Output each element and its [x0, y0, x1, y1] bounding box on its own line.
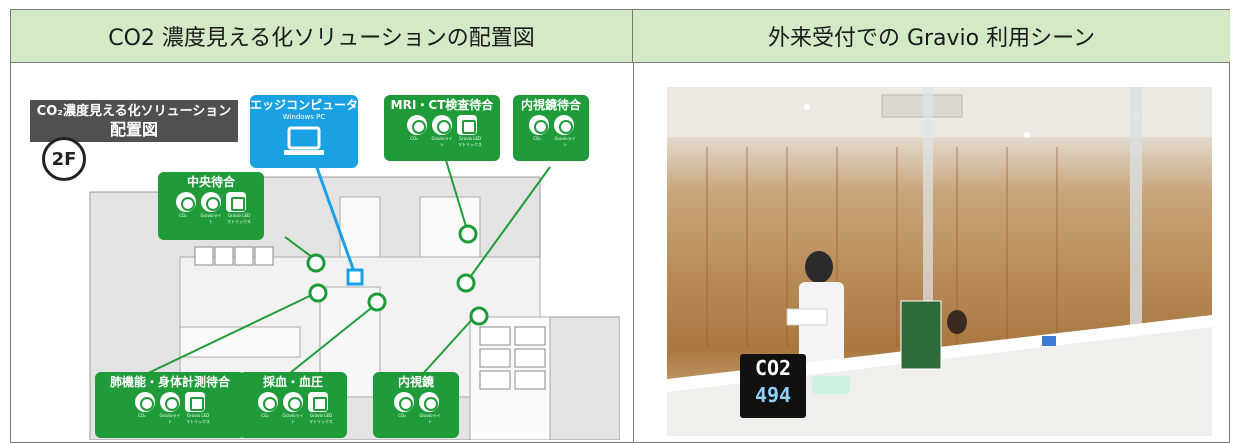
led-matrix-icon: [308, 392, 328, 412]
endoscopy-waiting-card: 内視鏡待合 CO₂ Gravioライト: [513, 95, 589, 161]
mri-caption-1: CO₂: [410, 136, 418, 141]
edge-computer-card: エッジコンピュータ Windows PC: [250, 95, 358, 168]
map-title-line2: 配置図: [109, 120, 158, 139]
co2-sensor-icon: [528, 115, 549, 135]
column-divider: [633, 63, 634, 443]
lung-caption-2: Gravioライト: [159, 413, 181, 424]
central-waiting-card: 中央待合 CO₂ Gravioライト Gravio LED マトリックス: [158, 172, 264, 240]
endoscopy-title: 内視鏡: [397, 375, 434, 389]
co2-sensor-icon: [258, 392, 278, 412]
gravio-light-icon: [283, 392, 303, 412]
lung-caption-3: Gravio LED マトリックス: [186, 413, 210, 424]
map-title: CO₂濃度見える化ソリューション 配置図: [30, 100, 238, 142]
floor-badge: 2F: [42, 137, 86, 181]
right-column-header: 外来受付での Gravio 利用シーン: [633, 10, 1230, 63]
blood-caption-3: Gravio LED マトリックス: [309, 413, 333, 424]
blood-caption-2: Gravioライト: [282, 413, 304, 424]
gravio-light-icon: [418, 392, 439, 412]
endoscopy-waiting-title: 内視鏡待合: [520, 98, 581, 112]
edge-subtitle: Windows PC: [282, 113, 326, 121]
mri-caption-3: Gravio LED マトリックス: [458, 136, 482, 147]
reception-photo: CO2 494: [667, 87, 1212, 436]
co2-sensor-icon: [407, 115, 427, 135]
lung-function-title: 肺機能・身体計測待合: [109, 375, 230, 389]
laptop-icon: [284, 126, 324, 155]
endo-caption-2: Gravioライト: [419, 413, 441, 424]
co2-display-value: 494: [754, 383, 792, 407]
mri-caption-2: Gravioライト: [431, 136, 453, 147]
gravio-light-icon: [160, 392, 180, 412]
blood-caption-1: CO₂: [261, 413, 269, 418]
gravio-light-icon: [432, 115, 452, 135]
endo-wait-caption-2: Gravioライト: [554, 136, 576, 147]
lung-caption-1: CO₂: [138, 413, 146, 418]
central-caption-3: Gravio LED マトリックス: [227, 213, 251, 224]
mri-ct-waiting-card: MRI・CT検査待合 CO₂ Gravioライト Gravio LED マトリッ…: [384, 95, 500, 161]
endo-wait-caption-1: CO₂: [533, 136, 541, 141]
led-matrix-icon: [185, 392, 205, 412]
reception-scene: [667, 87, 1212, 436]
blood-test-title: 採血・血圧: [262, 375, 323, 389]
comparison-table: CO2 濃度見える化ソリューションの配置図 外来受付での Gravio 利用シー…: [10, 9, 1230, 443]
co2-led-display: CO2 494: [740, 354, 806, 418]
central-caption-1: CO₂: [179, 213, 187, 218]
co2-sensor-icon: [135, 392, 155, 412]
mri-card-title: MRI・CT検査待合: [390, 98, 494, 112]
co2-sensor-icon: [393, 392, 414, 412]
lung-function-waiting-card: 肺機能・身体計測待合 CO₂ Gravioライト Gravio LED マトリッ…: [95, 372, 245, 438]
co2-sensor-icon: [176, 192, 196, 212]
led-matrix-icon: [226, 192, 246, 212]
left-column-header: CO2 濃度見える化ソリューションの配置図: [11, 10, 633, 63]
map-title-line1: CO₂濃度見える化ソリューション: [36, 104, 232, 119]
led-matrix-icon: [457, 115, 477, 135]
gravio-light-icon: [553, 115, 574, 135]
central-waiting-title: 中央待合: [186, 175, 235, 189]
gravio-light-icon: [201, 192, 221, 212]
endo-caption-1: CO₂: [398, 413, 406, 418]
co2-display-label: CO2: [754, 356, 792, 380]
central-caption-2: Gravioライト: [200, 213, 222, 224]
blood-test-card: 採血・血圧 CO₂ Gravioライト Gravio LED マトリックス: [239, 372, 347, 438]
edge-title: エッジコンピュータ: [250, 98, 359, 112]
endoscopy-card: 内視鏡 CO₂ Gravioライト: [373, 372, 459, 438]
